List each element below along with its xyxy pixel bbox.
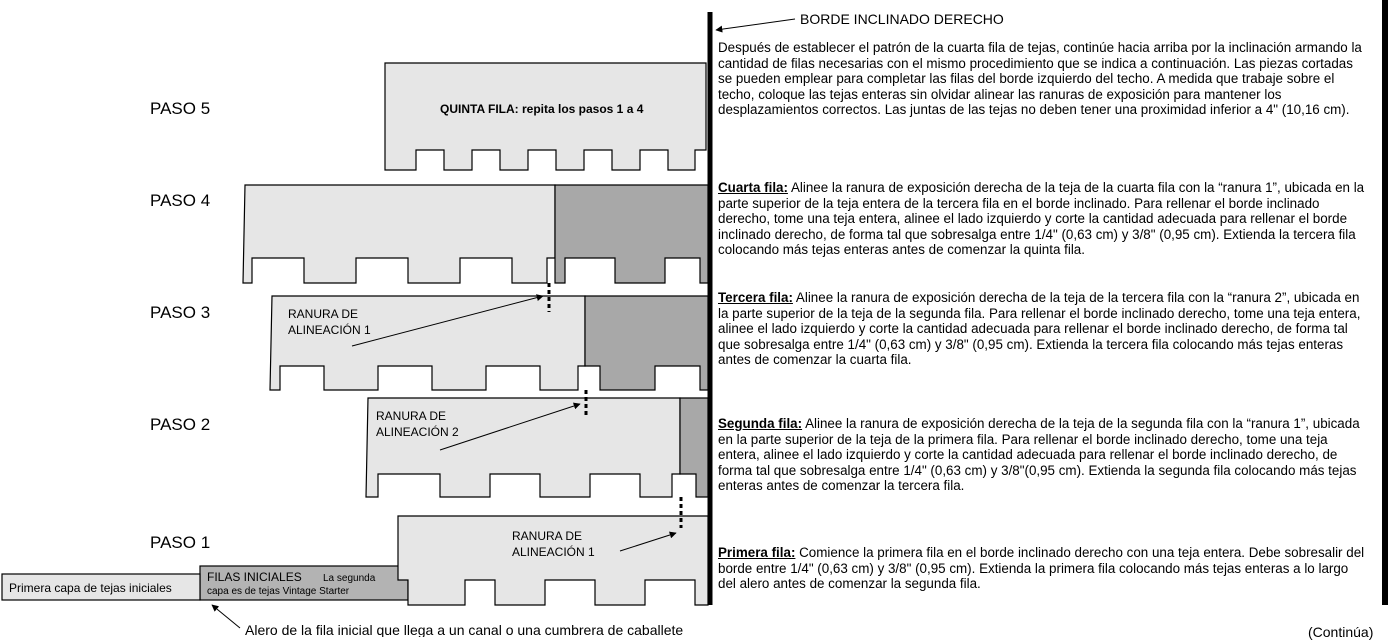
starter-rows-note-1: La segunda — [323, 573, 376, 584]
slot-label-paso2-line2: ALINEACIÓN 2 — [376, 424, 459, 439]
slot-label-paso3-line1: RANURA DE — [288, 307, 358, 321]
page-edge-bar — [1382, 0, 1388, 605]
fifth-row-label: QUINTA FILA: repita los pasos 1 a 4 — [440, 102, 644, 116]
row3-text: Alinee la ranura de exposición derecha d… — [718, 290, 1361, 368]
row2-heading: Segunda fila: — [718, 416, 803, 431]
first-starter-layer-label: Primera capa de tejas iniciales — [9, 581, 172, 595]
row1-heading: Primera fila: — [718, 545, 796, 560]
shingle-row-3 — [269, 295, 586, 391]
row4-heading: Cuarta fila: — [718, 180, 788, 195]
cut-piece-row-2 — [679, 397, 709, 498]
row3-heading: Tercera fila: — [718, 290, 793, 305]
continued-label: (Continúa) — [1308, 624, 1374, 640]
row2-text: Alinee la ranura de exposición derecha d… — [718, 416, 1360, 494]
first-starter-layer — [1, 573, 201, 601]
step-label-4: PASO 4 — [150, 191, 210, 210]
slot-label-paso2-line1: RANURA DE — [376, 409, 446, 423]
row1-paragraph: Primera fila: Comience la primera fila e… — [718, 545, 1368, 592]
step-label-3: PASO 3 — [150, 303, 210, 322]
eave-note-arrow — [211, 604, 241, 629]
eave-note: Alero de la fila inicial que llega a un … — [245, 622, 683, 637]
row4-text: Alinee la ranura de exposición derecha d… — [718, 180, 1365, 258]
row4-paragraph: Cuarta fila: Alinee la ranura de exposic… — [718, 180, 1368, 258]
starter-rows — [199, 565, 409, 601]
step-label-2: PASO 2 — [150, 415, 210, 434]
slot-label-paso1-line2: ALINEACIÓN 1 — [512, 544, 595, 559]
starter-rows-title: FILAS INICIALES — [207, 570, 302, 584]
shingle-row-4 — [242, 184, 556, 284]
step-label-5: PASO 5 — [150, 99, 210, 118]
starter-rows-note-2: capa es de tejas Vintage Starter — [207, 586, 350, 597]
slot-arrow-paso2 — [439, 402, 581, 451]
row1-text: Comience la primera fila en el borde inc… — [718, 545, 1365, 592]
row2-paragraph: Segunda fila: Alinee la ranura de exposi… — [718, 416, 1368, 494]
cut-piece-row-3 — [584, 295, 709, 391]
edge-title-arrow — [715, 18, 796, 33]
edge-title: BORDE INCLINADO DERECHO — [800, 11, 1004, 27]
step-label-1: PASO 1 — [150, 533, 210, 552]
shingle-row-2 — [365, 397, 681, 498]
intro-paragraph: Después de establecer el patrón de la cu… — [718, 40, 1362, 118]
shingle-row-1 — [397, 515, 709, 606]
cut-piece-row-4 — [554, 184, 709, 284]
shingle-row-5 — [384, 62, 707, 171]
slot-arrow-paso3 — [351, 294, 544, 347]
row3-paragraph: Tercera fila: Alinee la ranura de exposi… — [718, 290, 1368, 368]
slot-label-paso1-line1: RANURA DE — [512, 529, 582, 543]
slot-arrow-paso1 — [619, 531, 677, 552]
slot-label-paso3-line2: ALINEACIÓN 1 — [288, 322, 371, 337]
